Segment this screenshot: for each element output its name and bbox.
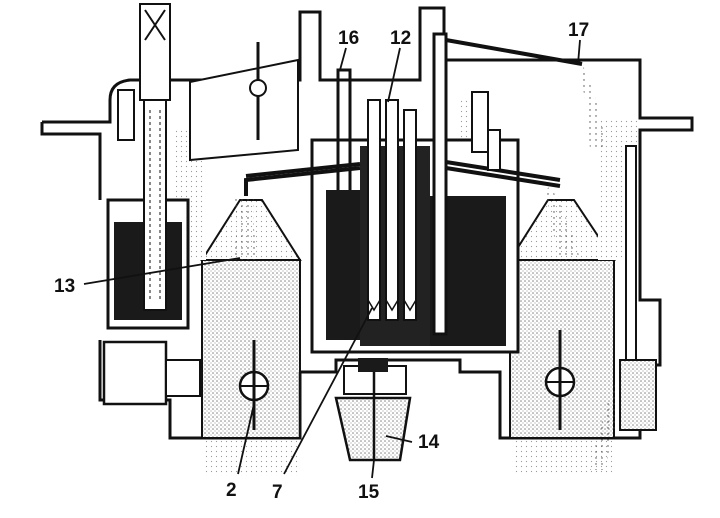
callout-labels: 16 12 17 13 14 2 7 15 — [54, 20, 589, 503]
discharge-arms — [244, 38, 583, 196]
main-jet-assembly — [334, 358, 412, 462]
right-return-tube — [619, 145, 657, 431]
accessory-block — [102, 340, 168, 406]
left-throttle-spindle — [238, 340, 270, 430]
callout-17: 17 — [568, 20, 589, 41]
callout-15: 15 — [358, 482, 380, 503]
central-float-chamber — [310, 32, 520, 354]
left-float-bowl — [106, 3, 190, 330]
right-throttle-spindle — [544, 330, 576, 430]
callout-2: 2 — [226, 480, 237, 501]
leader-lines — [83, 39, 581, 479]
left-venturi — [201, 259, 301, 439]
callout-16: 16 — [338, 28, 359, 49]
callout-13: 13 — [54, 276, 75, 297]
choke-plate — [189, 42, 299, 162]
callout-14: 14 — [418, 432, 440, 453]
right-venturi — [509, 259, 615, 439]
callout-12: 12 — [390, 28, 411, 49]
callout-7: 7 — [272, 482, 283, 503]
